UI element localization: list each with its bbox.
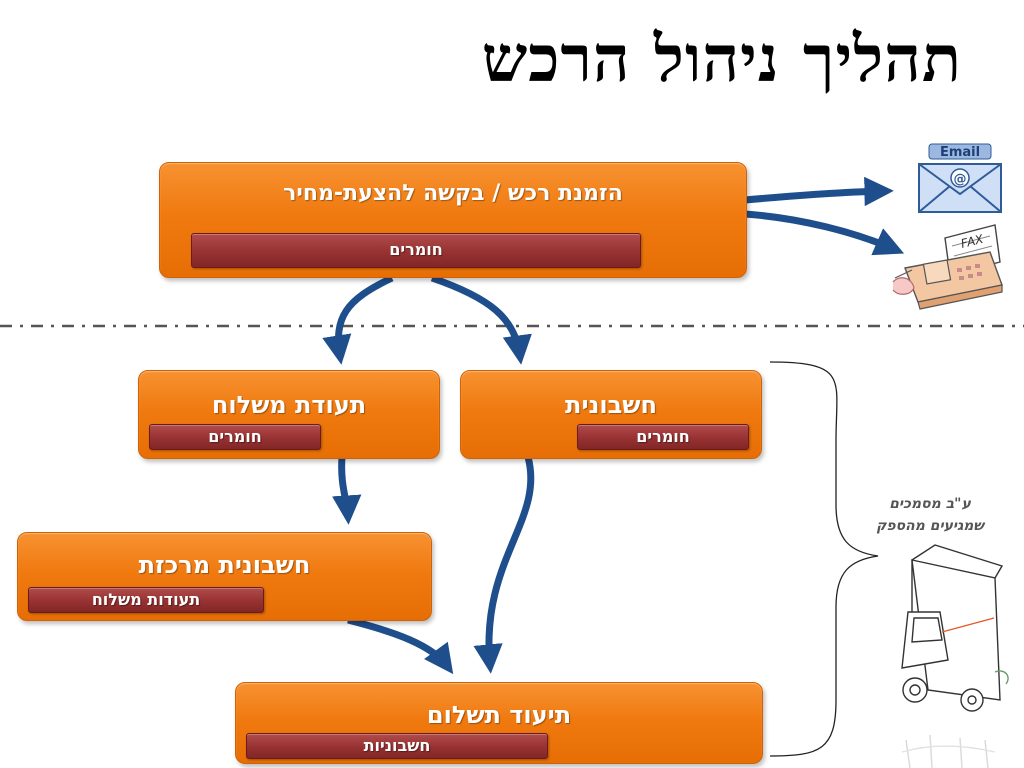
box-invoice-label: חשבונית <box>565 391 657 419</box>
box-payment-record-label: תיעוד תשלום <box>426 701 572 729</box>
page-title: תהליך ניהול הרכש <box>481 22 962 97</box>
supplier-docs-note: ע"ב מסמכים שמגיעים מהספק <box>850 493 1010 537</box>
box-consolidated-invoice-tag: תעודות משלוח <box>28 587 264 613</box>
arrow-order-to-email <box>744 176 894 207</box>
box-delivery-note-tag: חומרים <box>149 424 321 450</box>
arrow-consolidated-to-payment <box>347 616 454 675</box>
supplier-docs-note-line2: שמגיעים מהספק <box>876 518 984 534</box>
box-delivery-note: תעודת משלוח חומרים <box>138 370 440 459</box>
supplier-docs-note-line1: ע"ב מסמכים <box>889 496 971 512</box>
arrow-order-to-invoice <box>430 274 532 365</box>
box-purchase-order: הזמנת רכש / בקשה להצעת-מחיר חומרים <box>159 162 747 278</box>
box-payment-record: תיעוד תשלום חשבוניות <box>235 682 763 764</box>
arrow-order-to-delivery <box>322 274 394 365</box>
arrow-order-to-fax <box>744 210 905 256</box>
box-purchase-order-tag: חומרים <box>191 233 641 268</box>
box-consolidated-invoice-label: חשבונית מרכזת <box>138 551 311 579</box>
arrow-invoice-to-payment <box>473 456 535 674</box>
box-invoice-tag: חומרים <box>577 424 749 450</box>
box-delivery-note-label: תעודת משלוח <box>211 391 367 419</box>
arrow-delivery-to-consolidated <box>332 456 362 525</box>
bracket-curve <box>769 361 879 757</box>
box-payment-record-tag: חשבוניות <box>246 733 548 759</box>
box-purchase-order-label: הזמנת רכש / בקשה להצעת-מחיר <box>283 181 623 206</box>
box-consolidated-invoice: חשבונית מרכזת תעודות משלוח <box>17 532 432 621</box>
box-invoice: חשבונית חומרים <box>460 370 762 459</box>
